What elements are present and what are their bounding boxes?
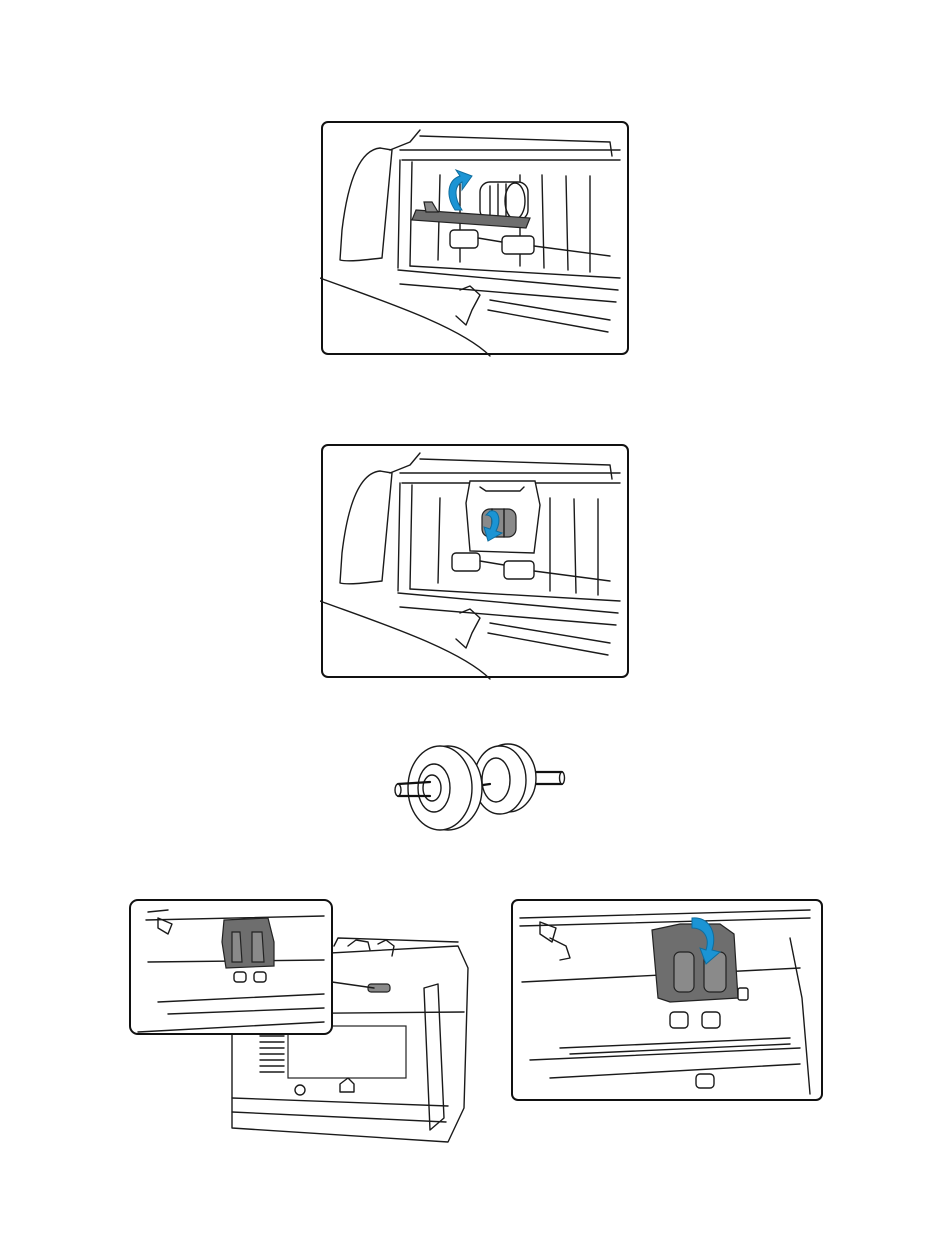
figure-4-scanner-overview [128, 898, 474, 1146]
scanner-overview-illustration [128, 898, 474, 1146]
figure-3-replacement-roller [390, 738, 570, 838]
figure-1-open-roller-cover [320, 120, 632, 358]
figure-2-insert-roller [320, 443, 632, 681]
roller-cover-closeup-illustration [510, 898, 824, 1102]
roller-part-illustration [390, 738, 570, 838]
scanner-interior-illustration-1 [320, 120, 632, 358]
figure-5-close-cover [510, 898, 824, 1102]
scanner-interior-illustration-2 [320, 443, 632, 681]
